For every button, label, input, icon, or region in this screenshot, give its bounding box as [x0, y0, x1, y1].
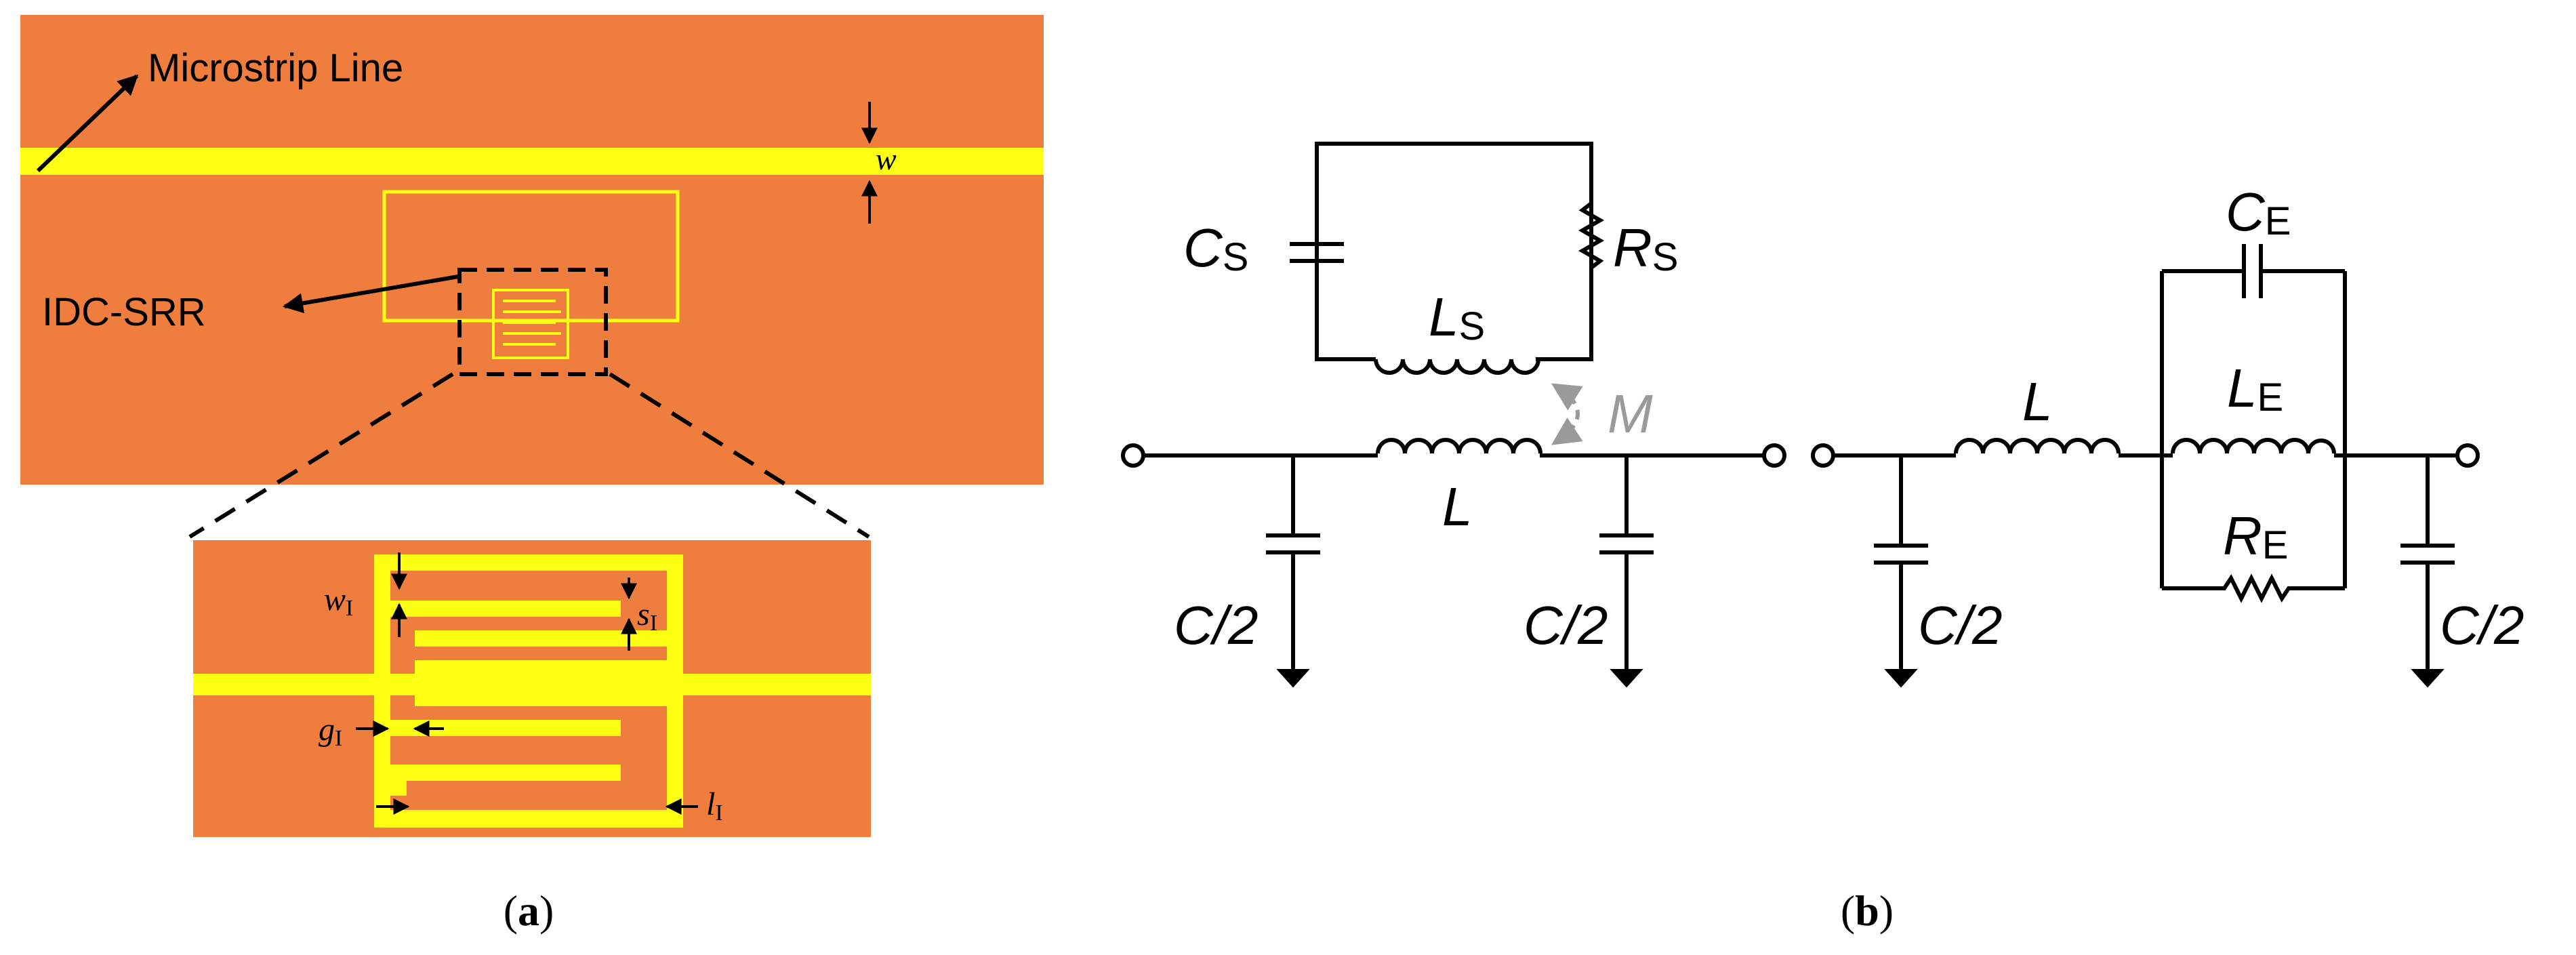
panel-b-right: [1811, 244, 2480, 688]
right-series-inductor: [1954, 438, 2121, 454]
resonator-resistor: [1578, 201, 1605, 270]
le-inductor: [2171, 438, 2336, 454]
idc-label: IDC-SRR: [42, 290, 206, 334]
label-C1-right: C/2: [1918, 595, 2003, 655]
left-shunt-cap-1: [1266, 455, 1320, 671]
panel-b-left: [1121, 142, 1786, 688]
sI-label: sI: [637, 596, 657, 636]
left-series-inductor: [1376, 438, 1542, 454]
microstrip-line: [20, 148, 1044, 175]
microstrip-label: Microstrip Line: [148, 46, 403, 90]
idc-small: [492, 289, 569, 359]
port-right-in: [1811, 443, 1835, 468]
label-L-right: L: [2022, 371, 2053, 432]
label-LE: LE: [2227, 358, 2283, 420]
right-ground-1: [1884, 669, 1918, 688]
port-left-out: [1762, 443, 1786, 468]
microstrip-arrow: [36, 74, 139, 173]
label-Cs: CS: [1183, 218, 1248, 279]
label-C1-left: C/2: [1174, 595, 1259, 655]
right-shunt-cap-1: [1874, 455, 1928, 671]
label-L-left: L: [1442, 476, 1473, 537]
port-right-out: [2455, 443, 2480, 468]
panel-b-left-labels: CS RS LS M L C/2 C/2: [1174, 218, 1678, 655]
wI-label: wI: [324, 582, 353, 621]
label-RE: RE: [2223, 506, 2288, 567]
right-shunt-cap-2: [2400, 455, 2455, 671]
zoom-line-right: [609, 372, 870, 539]
lI-label: lI: [706, 786, 723, 826]
left-ground-2: [1610, 669, 1643, 688]
idc-zoomed: [374, 554, 683, 828]
zoom-line-left: [188, 372, 454, 539]
caption-b: (b): [1841, 887, 1894, 935]
label-Ls: LS: [1429, 287, 1485, 348]
substrate-main: [20, 15, 1044, 485]
label-M: M: [1608, 384, 1653, 444]
left-shunt-cap-2: [1599, 455, 1654, 671]
w-label: w: [876, 142, 897, 176]
right-ground-2: [2411, 669, 2445, 688]
label-Rs: RS: [1613, 218, 1678, 279]
idc-srr-outline: [382, 190, 680, 323]
idc-arrow: [283, 275, 459, 314]
caption-a: (a): [504, 887, 554, 935]
resonator-inductor: [1374, 357, 1541, 375]
zoom-box: [457, 268, 608, 376]
resonator-cap: [1290, 144, 1344, 359]
gI-label: gI: [319, 712, 342, 751]
label-C2-right: C/2: [2440, 595, 2524, 655]
left-ground-1: [1276, 669, 1310, 688]
mutual-coupling-arc: [1551, 383, 1583, 445]
label-CE: CE: [2226, 182, 2291, 243]
resonator-loop: [1315, 142, 1593, 361]
label-C2-left: C/2: [1524, 595, 1608, 655]
re-branch: [2162, 573, 2345, 603]
ce-branch: [2162, 244, 2345, 298]
panel-b-right-labels: L CE LE RE C/2 C/2: [1918, 182, 2524, 655]
port-left-in: [1121, 443, 1145, 468]
panel-a: Microstrip Line IDC-SRR w: [20, 15, 1044, 935]
